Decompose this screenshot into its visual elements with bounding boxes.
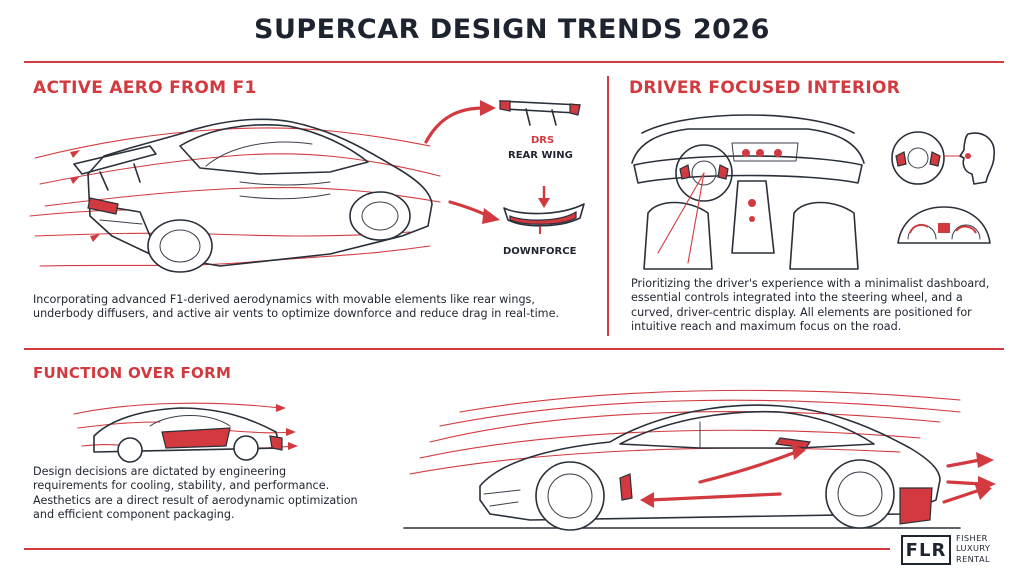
callout-drs: DRS [531,135,555,146]
cockpit-illustration [631,114,865,270]
page-title: SUPERCAR DESIGN TRENDS 2026 [254,14,770,45]
aero-heading: ACTIVE AERO FROM F1 [33,78,257,98]
top-divider [24,61,1004,63]
interior-heading: DRIVER FOCUSED INTERIOR [629,78,901,98]
brand-logo-mark: FLR [901,535,951,565]
function-heading: FUNCTION OVER FORM [33,364,232,382]
function-description: Design decisions are dictated by enginee… [33,465,403,523]
function-description-line: requirements for cooling, stability, and… [33,479,330,493]
bottom-divider [24,548,890,550]
brand-logo-line: RENTAL [956,553,990,564]
small-car-illustration [73,402,298,463]
diffuser-detail [503,186,585,234]
aero-description-line: Incorporating advanced F1-derived aerody… [33,293,535,306]
callout-rear-wing: REAR WING [508,150,573,161]
brand-logo-text: FISHER LUXURY RENTAL [956,533,990,564]
callout-downforce: DOWNFORCE [503,246,577,257]
interior-description-line: curved, driver-centric display. All elem… [631,305,972,319]
large-car-illustration [403,389,996,531]
interior-description-line: intuitive reach and maximum focus on the… [631,320,902,334]
aero-description: Incorporating advanced F1-derived aerody… [33,293,593,322]
aero-car-illustration [29,118,441,273]
brand-logo-line: LUXURY [956,543,991,554]
steering-wheel-detail [891,131,995,185]
column-divider [607,76,609,336]
gauge-cluster-detail [897,206,991,244]
interior-description: Prioritizing the driver's experience wit… [631,277,1001,335]
interior-description-line: essential controls integrated into the s… [631,291,963,305]
interior-description-line: Prioritizing the driver's experience wit… [631,277,990,290]
function-description-line: Aesthetics are a direct result of aerody… [33,493,358,507]
brand-logo-line: FISHER [956,533,988,543]
function-description-line: Design decisions are dictated by enginee… [33,465,287,478]
middle-divider [24,348,1004,350]
aero-description-line: underbody diffusers, and active air vent… [33,307,560,321]
function-description-line: and efficient component packaging. [33,508,235,522]
aero-pointer-arrows [424,100,500,224]
rear-wing-detail [499,100,581,126]
